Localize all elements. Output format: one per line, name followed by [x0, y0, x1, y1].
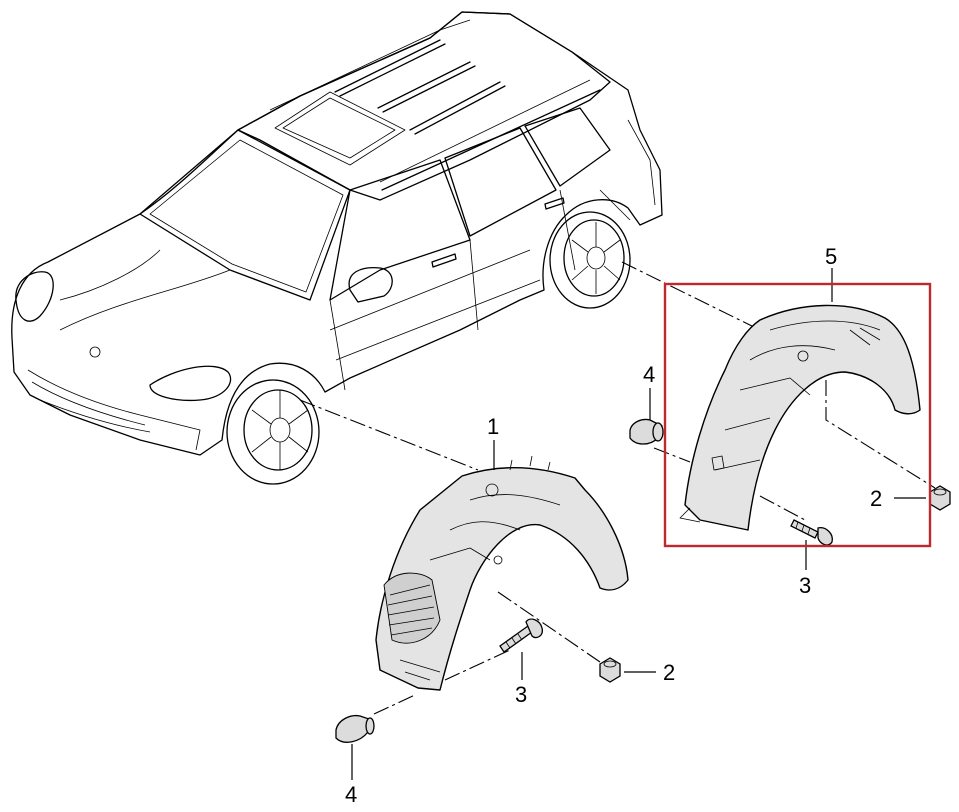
callout-2-lower: 2 [663, 660, 675, 685]
callout-labels: 1 5 4 4 3 3 2 2 [345, 244, 882, 807]
clip-fastener-upper [629, 418, 664, 445]
callout-1: 1 [487, 414, 499, 439]
callout-3-lower: 3 [515, 682, 527, 707]
callout-4-lower: 4 [345, 782, 357, 807]
front-wheel-housing-liner [375, 455, 629, 691]
callout-3-upper: 3 [799, 573, 811, 598]
nut-fastener-lower [599, 657, 621, 683]
assembly-guide-lines [299, 261, 936, 715]
rear-wheel-housing-liner [679, 304, 921, 531]
nut-fastener-upper [929, 485, 951, 511]
callout-5: 5 [825, 244, 837, 269]
vehicle-illustration [11, 11, 663, 485]
clip-fastener-lower [335, 714, 375, 743]
callout-4-upper: 4 [643, 362, 655, 387]
screw-fastener-upper [790, 519, 833, 546]
screw-fastener-lower [499, 618, 543, 653]
highlight-box [663, 282, 932, 548]
callout-2-upper: 2 [870, 486, 882, 511]
